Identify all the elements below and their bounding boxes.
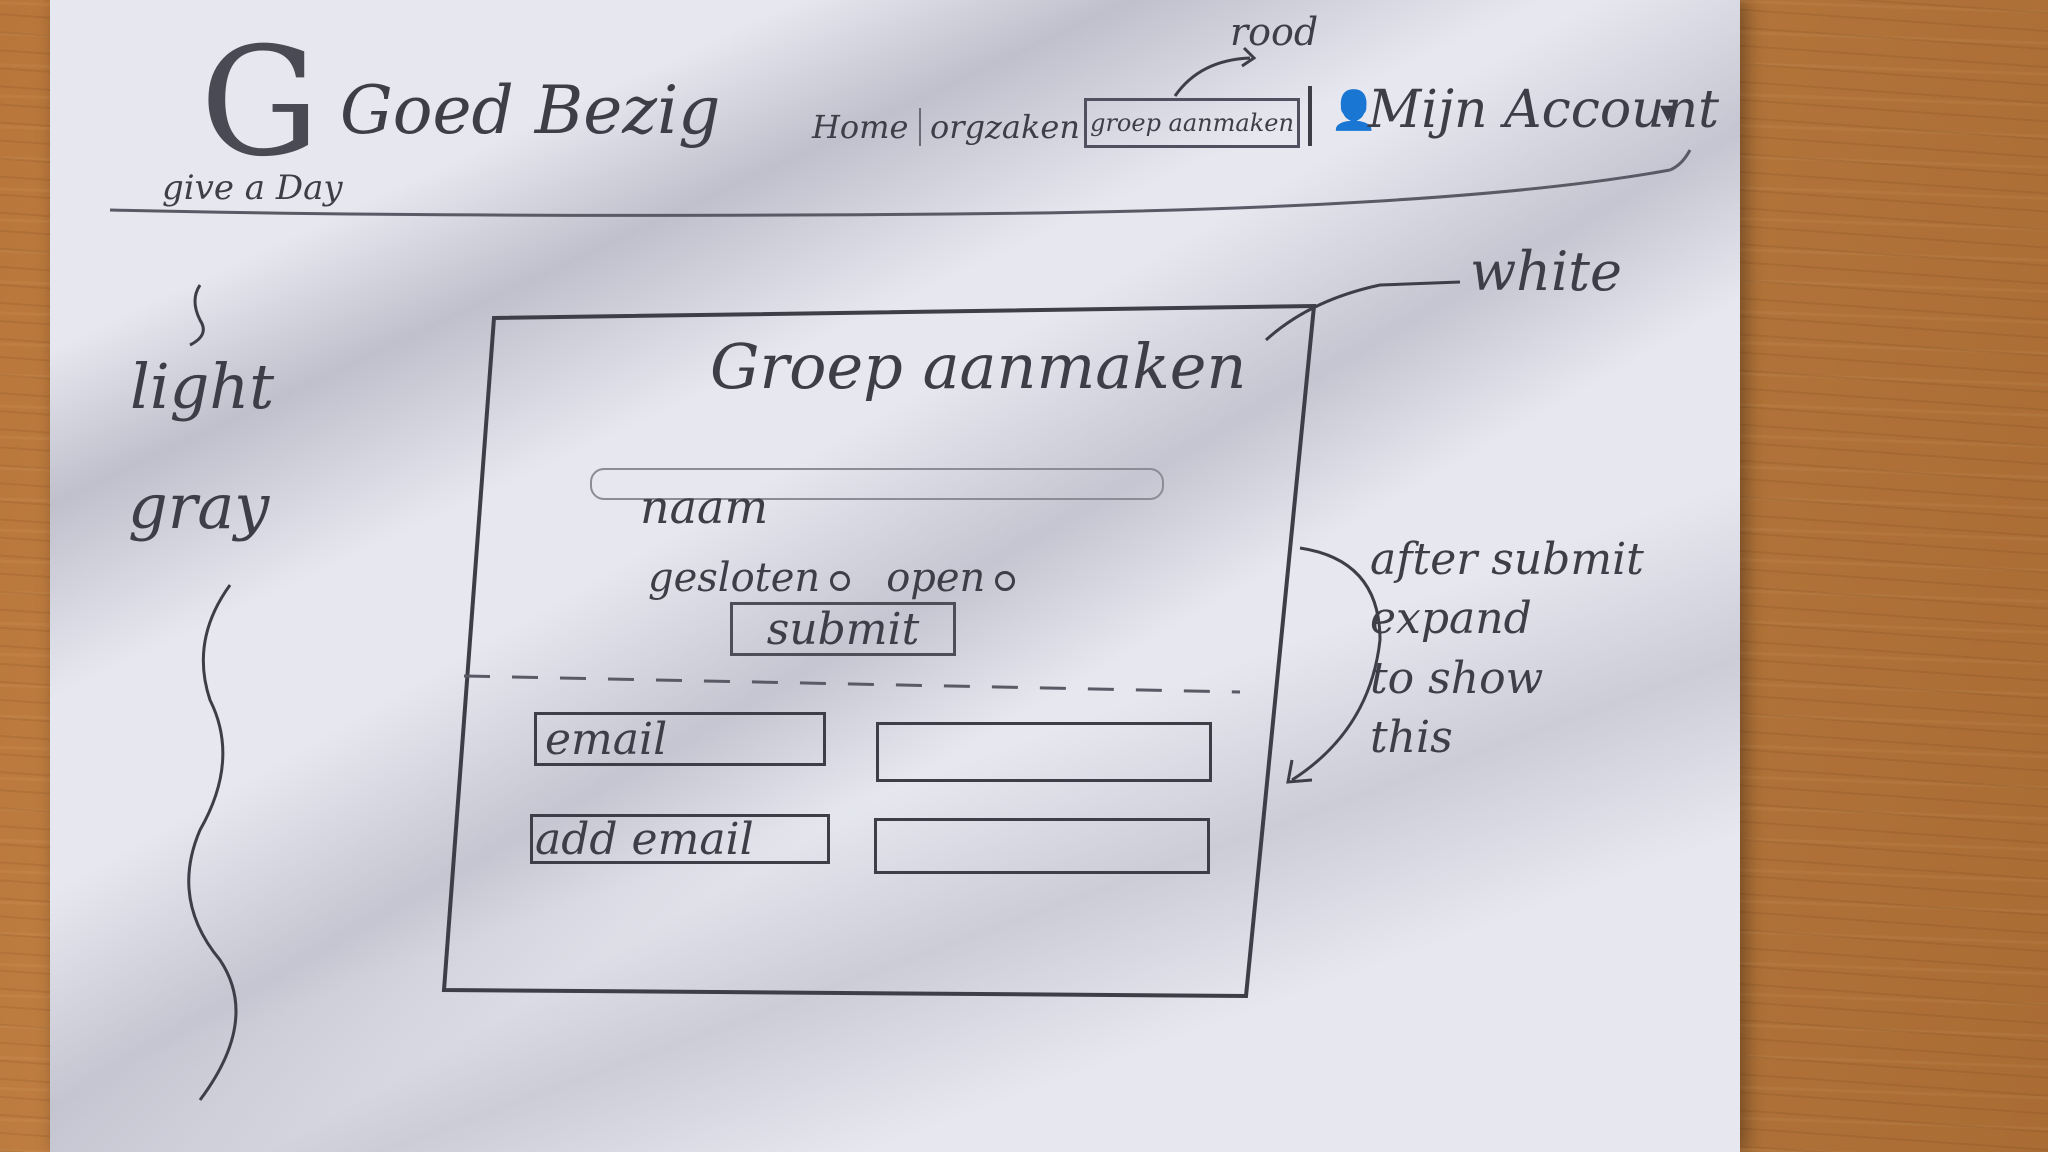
- sketch-paper: G give a Day Goed Bezig Home orgzaken gr…: [50, 0, 1740, 1152]
- radio-open-label: open: [886, 555, 986, 601]
- sketch-lines: [109, 46, 1692, 1101]
- logo-tagline: give a Day: [162, 168, 343, 208]
- annotation-light: light: [130, 350, 275, 423]
- dashed-divider: [463, 674, 1241, 694]
- add-email-input[interactable]: [874, 818, 1210, 874]
- annotation-gray: gray: [128, 470, 270, 543]
- radio-circle-icon[interactable]: [995, 571, 1016, 591]
- privacy-radio-group: gesloten open: [648, 555, 1016, 601]
- white-arrow: [1264, 280, 1461, 342]
- radio-closed-label: gesloten: [648, 555, 821, 601]
- account-menu[interactable]: Mijn Account: [1368, 80, 1719, 140]
- nav-home[interactable]: Home: [812, 108, 909, 146]
- email-label: email: [534, 712, 826, 766]
- gray-squiggle: [189, 284, 205, 347]
- name-input[interactable]: [590, 468, 1164, 500]
- logo-icon[interactable]: G: [200, 16, 320, 190]
- name-input-placeholder: naam: [640, 480, 769, 534]
- brand-name[interactable]: Goed Bezig: [340, 72, 721, 149]
- chevron-down-icon[interactable]: ▾: [1660, 92, 1677, 130]
- panel-title: Groep aanmaken: [710, 330, 1247, 403]
- radio-open[interactable]: open: [886, 555, 1016, 601]
- radio-closed[interactable]: gesloten: [648, 555, 851, 601]
- radio-circle-icon[interactable]: [830, 571, 851, 591]
- user-icon[interactable]: 👤: [1330, 88, 1378, 132]
- annotation-white: white: [1470, 240, 1622, 303]
- annotation-rood: rood: [1230, 10, 1319, 54]
- expand-arrow: [1291, 546, 1382, 782]
- submit-button[interactable]: submit: [730, 602, 956, 656]
- panel-border: [441, 303, 1317, 999]
- nav-create-group-tab[interactable]: groep aanmaken: [1084, 98, 1300, 148]
- add-email-button[interactable]: add email: [530, 814, 830, 865]
- nav-organizations[interactable]: orgzaken: [930, 108, 1080, 146]
- annotation-after-submit: after submit expand to show this: [1370, 534, 1644, 764]
- header-divider: [109, 168, 1671, 217]
- email-input[interactable]: [876, 722, 1212, 782]
- rood-arrow: [1173, 56, 1251, 97]
